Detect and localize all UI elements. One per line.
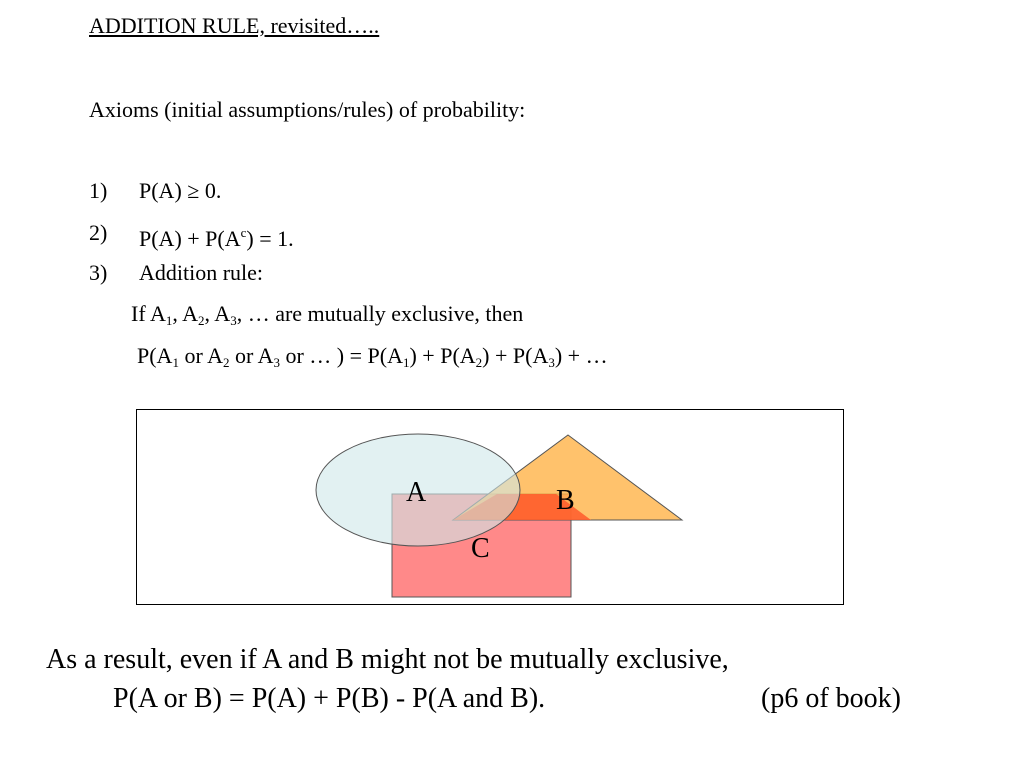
axiom-3-number: 3) (89, 260, 108, 285)
if-sub-2: 2 (198, 313, 205, 328)
set-a-ellipse (315, 433, 521, 547)
set-a-label: A (406, 477, 427, 508)
axiom-1-text: P(A) ≥ 0. (139, 178, 222, 203)
formula-sub-6: 3 (548, 355, 555, 370)
axiom-2-text-pre: P(A) + P(A (139, 226, 241, 251)
mutually-exclusive-condition: If A1, A2, A3, … are mutually exclusive,… (131, 301, 523, 334)
if-text-0: If A (131, 301, 166, 326)
axiom-1: 1) P(A) ≥ 0. (89, 178, 221, 204)
result-statement: As a result, even if A and B might not b… (46, 644, 729, 675)
axioms-intro: Axioms (initial assumptions/rules) of pr… (89, 97, 526, 122)
formula-text-6: ) + … (554, 343, 608, 368)
set-c-label: C (471, 533, 490, 564)
formula-sub-4: 1 (402, 355, 410, 370)
complement-superscript: c (240, 225, 247, 240)
formula-text-1: or A (178, 343, 223, 368)
general-addition-rule: P(A or B) = P(A) + P(B) - P(A and B). (113, 683, 546, 714)
formula-text-2: or A (229, 343, 274, 368)
axiom-2: 2) P(A) + P(Ac) = 1. (89, 220, 294, 251)
axiom-2-number: 2) (89, 220, 108, 245)
formula-text-3: or … ) = P(A (279, 343, 403, 368)
slide-title: ADDITION RULE, revisited….. (89, 13, 380, 38)
if-text-2: , A (204, 301, 231, 326)
if-sub-3: 3 (230, 313, 237, 328)
venn-diagram-frame (136, 409, 844, 605)
formula-text-0: P(A (137, 343, 173, 368)
if-sub-1: 1 (165, 313, 173, 328)
formula-sub-1: 1 (172, 355, 179, 370)
formula-sub-3: 3 (273, 355, 280, 370)
formula-text-5: ) + P(A (482, 343, 549, 368)
axiom-3: 3) Addition rule: (89, 260, 263, 286)
formula-sub-2: 2 (222, 355, 230, 370)
axiom-2-text: P(A) + P(Ac) = 1. (139, 220, 294, 252)
if-text-3: , … are mutually exclusive, then (236, 301, 524, 326)
addition-rule-formula: P(A1 or A2 or A3 or … ) = P(A1) + P(A2) … (137, 343, 608, 376)
axiom-2-text-post: ) = 1. (246, 226, 294, 251)
if-text-1: , A (172, 301, 199, 326)
axiom-3-text: Addition rule: (139, 260, 264, 285)
book-reference: (p6 of book) (761, 683, 901, 714)
formula-sub-5: 2 (475, 355, 483, 370)
set-b-label: B (556, 485, 575, 516)
axiom-1-number: 1) (89, 178, 108, 203)
formula-text-4: ) + P(A (409, 343, 476, 368)
